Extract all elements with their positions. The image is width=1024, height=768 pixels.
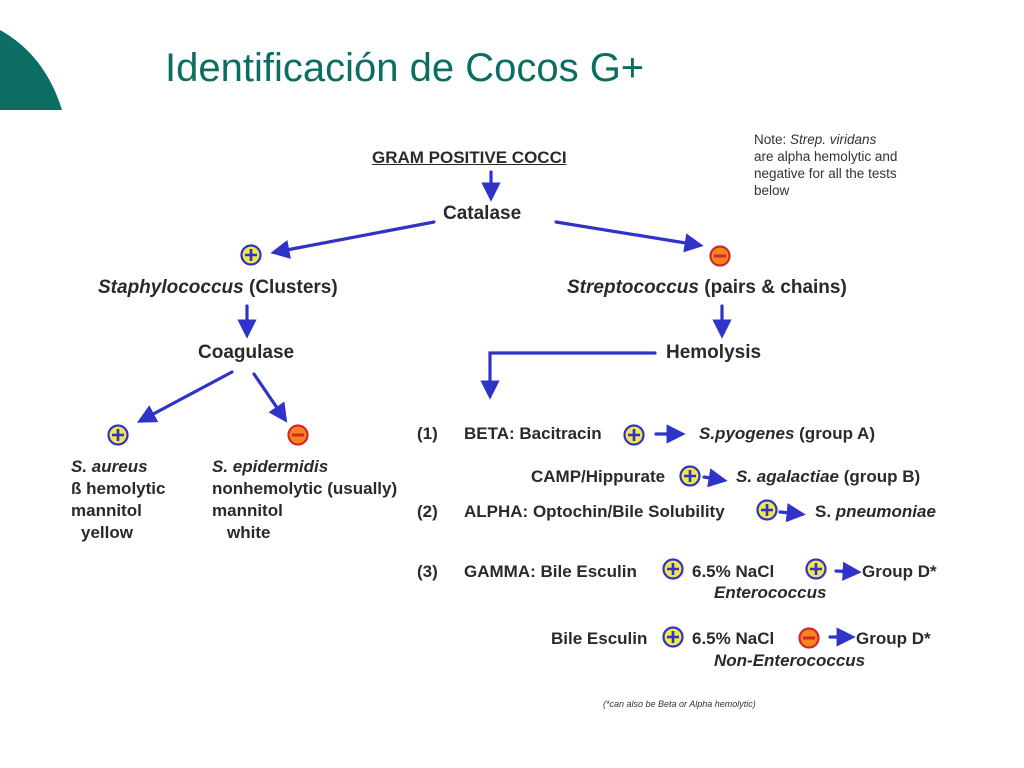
- note-prefix: Note:: [754, 132, 791, 147]
- optochin-result-arrow: [778, 503, 806, 523]
- catalase-to-staph-arrow: [270, 220, 436, 259]
- s-epidermidis-name: S. epidermidis: [212, 457, 329, 476]
- beta-result-species: S.pyogenes: [699, 424, 795, 443]
- slide-title: Identificación de Cocos G+: [165, 46, 645, 90]
- beta-label: BETA: Bacitracin: [464, 424, 602, 443]
- staphylococcus-node: Staphylococcus (Clusters): [98, 277, 338, 299]
- camp-result-species: S. agalactiae: [736, 467, 840, 486]
- gamma-number: (3): [417, 562, 438, 581]
- beta-number: (1): [417, 424, 438, 443]
- note-italic: Strep. viridans: [790, 132, 877, 147]
- gamma-group: Group D*: [862, 562, 937, 581]
- note-box: Note: Strep. viridans are alpha hemolyti…: [754, 131, 897, 199]
- catalase-to-strep-arrow: [554, 220, 704, 253]
- s-epidermidis-line: white: [227, 523, 271, 542]
- staph-desc: (Clusters): [243, 277, 338, 298]
- corner-decoration: [0, 30, 62, 110]
- alpha-number: (2): [417, 502, 438, 521]
- hemolysis-node: Hemolysis: [666, 342, 762, 363]
- s-epidermidis-line: mannitol: [212, 501, 283, 520]
- s-aureus-name: S. aureus: [71, 457, 148, 476]
- strep-name: Streptococcus: [567, 277, 699, 298]
- root-node: GRAM POSITIVE COCCI: [372, 148, 567, 167]
- plus-icon: [107, 424, 129, 446]
- coagulase-to-epidermidis-arrow: [252, 372, 288, 423]
- hemolysis-connector: [480, 351, 657, 400]
- non-enterococcus-label: Non-Enterococcus: [714, 651, 866, 670]
- camp-result: S. agalactiae (group B): [736, 467, 920, 487]
- footnote: (*can also be Beta or Alpha hemolytic): [603, 699, 756, 709]
- streptococcus-node: Streptococcus (pairs & chains): [567, 277, 847, 299]
- note-line: below: [754, 183, 790, 198]
- catalase-node: Catalase: [443, 203, 522, 224]
- s-aureus-line: ß hemolytic: [71, 479, 166, 498]
- gamma-label: GAMMA: Bile Esculin: [464, 562, 637, 581]
- camp-label: CAMP/Hippurate: [531, 467, 666, 486]
- plus-icon: [662, 558, 684, 580]
- alpha-result-genus: S.: [815, 502, 836, 521]
- s-aureus-line: mannitol: [71, 501, 142, 520]
- staph-name: Staphylococcus: [98, 277, 244, 298]
- s-aureus-line: yellow: [81, 523, 133, 542]
- non-entero-group: Group D*: [856, 629, 931, 648]
- alpha-result-species: pneumoniae: [835, 502, 936, 521]
- plus-icon: [623, 424, 645, 446]
- enterococcus-result-arrow: [834, 561, 862, 581]
- s-epidermidis-line: nonhemolytic (usually): [212, 479, 398, 498]
- plus-icon: [679, 465, 701, 487]
- minus-icon: [709, 245, 731, 267]
- alpha-label: ALPHA: Optochin/Bile Solubility: [464, 502, 725, 521]
- plus-icon: [756, 499, 778, 521]
- s-aureus-node: S. aureus ß hemolytic mannitol yellow: [71, 456, 165, 544]
- plus-icon: [240, 244, 262, 266]
- gamma-nacl: 6.5% NaCl: [692, 562, 775, 581]
- note-line: are alpha hemolytic and: [754, 149, 898, 164]
- coagulase-node: Coagulase: [198, 342, 295, 363]
- enterococcus-label: Enterococcus: [714, 583, 827, 602]
- camp-result-arrow: [702, 468, 728, 488]
- plus-icon: [662, 626, 684, 648]
- strep-desc: (pairs & chains): [698, 277, 847, 298]
- minus-icon: [287, 424, 309, 446]
- beta-result-group: (group A): [794, 424, 875, 443]
- note-line: negative for all the tests: [754, 166, 897, 181]
- camp-result-group: (group B): [839, 467, 921, 486]
- alpha-result: S. pneumoniae: [815, 502, 936, 522]
- minus-icon: [798, 627, 820, 649]
- s-epidermidis-node: S. epidermidis nonhemolytic (usually) ma…: [212, 456, 397, 544]
- beta-result: S.pyogenes (group A): [699, 424, 875, 444]
- coagulase-to-aureus-arrow: [136, 370, 234, 423]
- non-entero-nacl: 6.5% NaCl: [692, 629, 775, 648]
- non-entero-label: Bile Esculin: [551, 629, 648, 648]
- plus-icon: [805, 558, 827, 580]
